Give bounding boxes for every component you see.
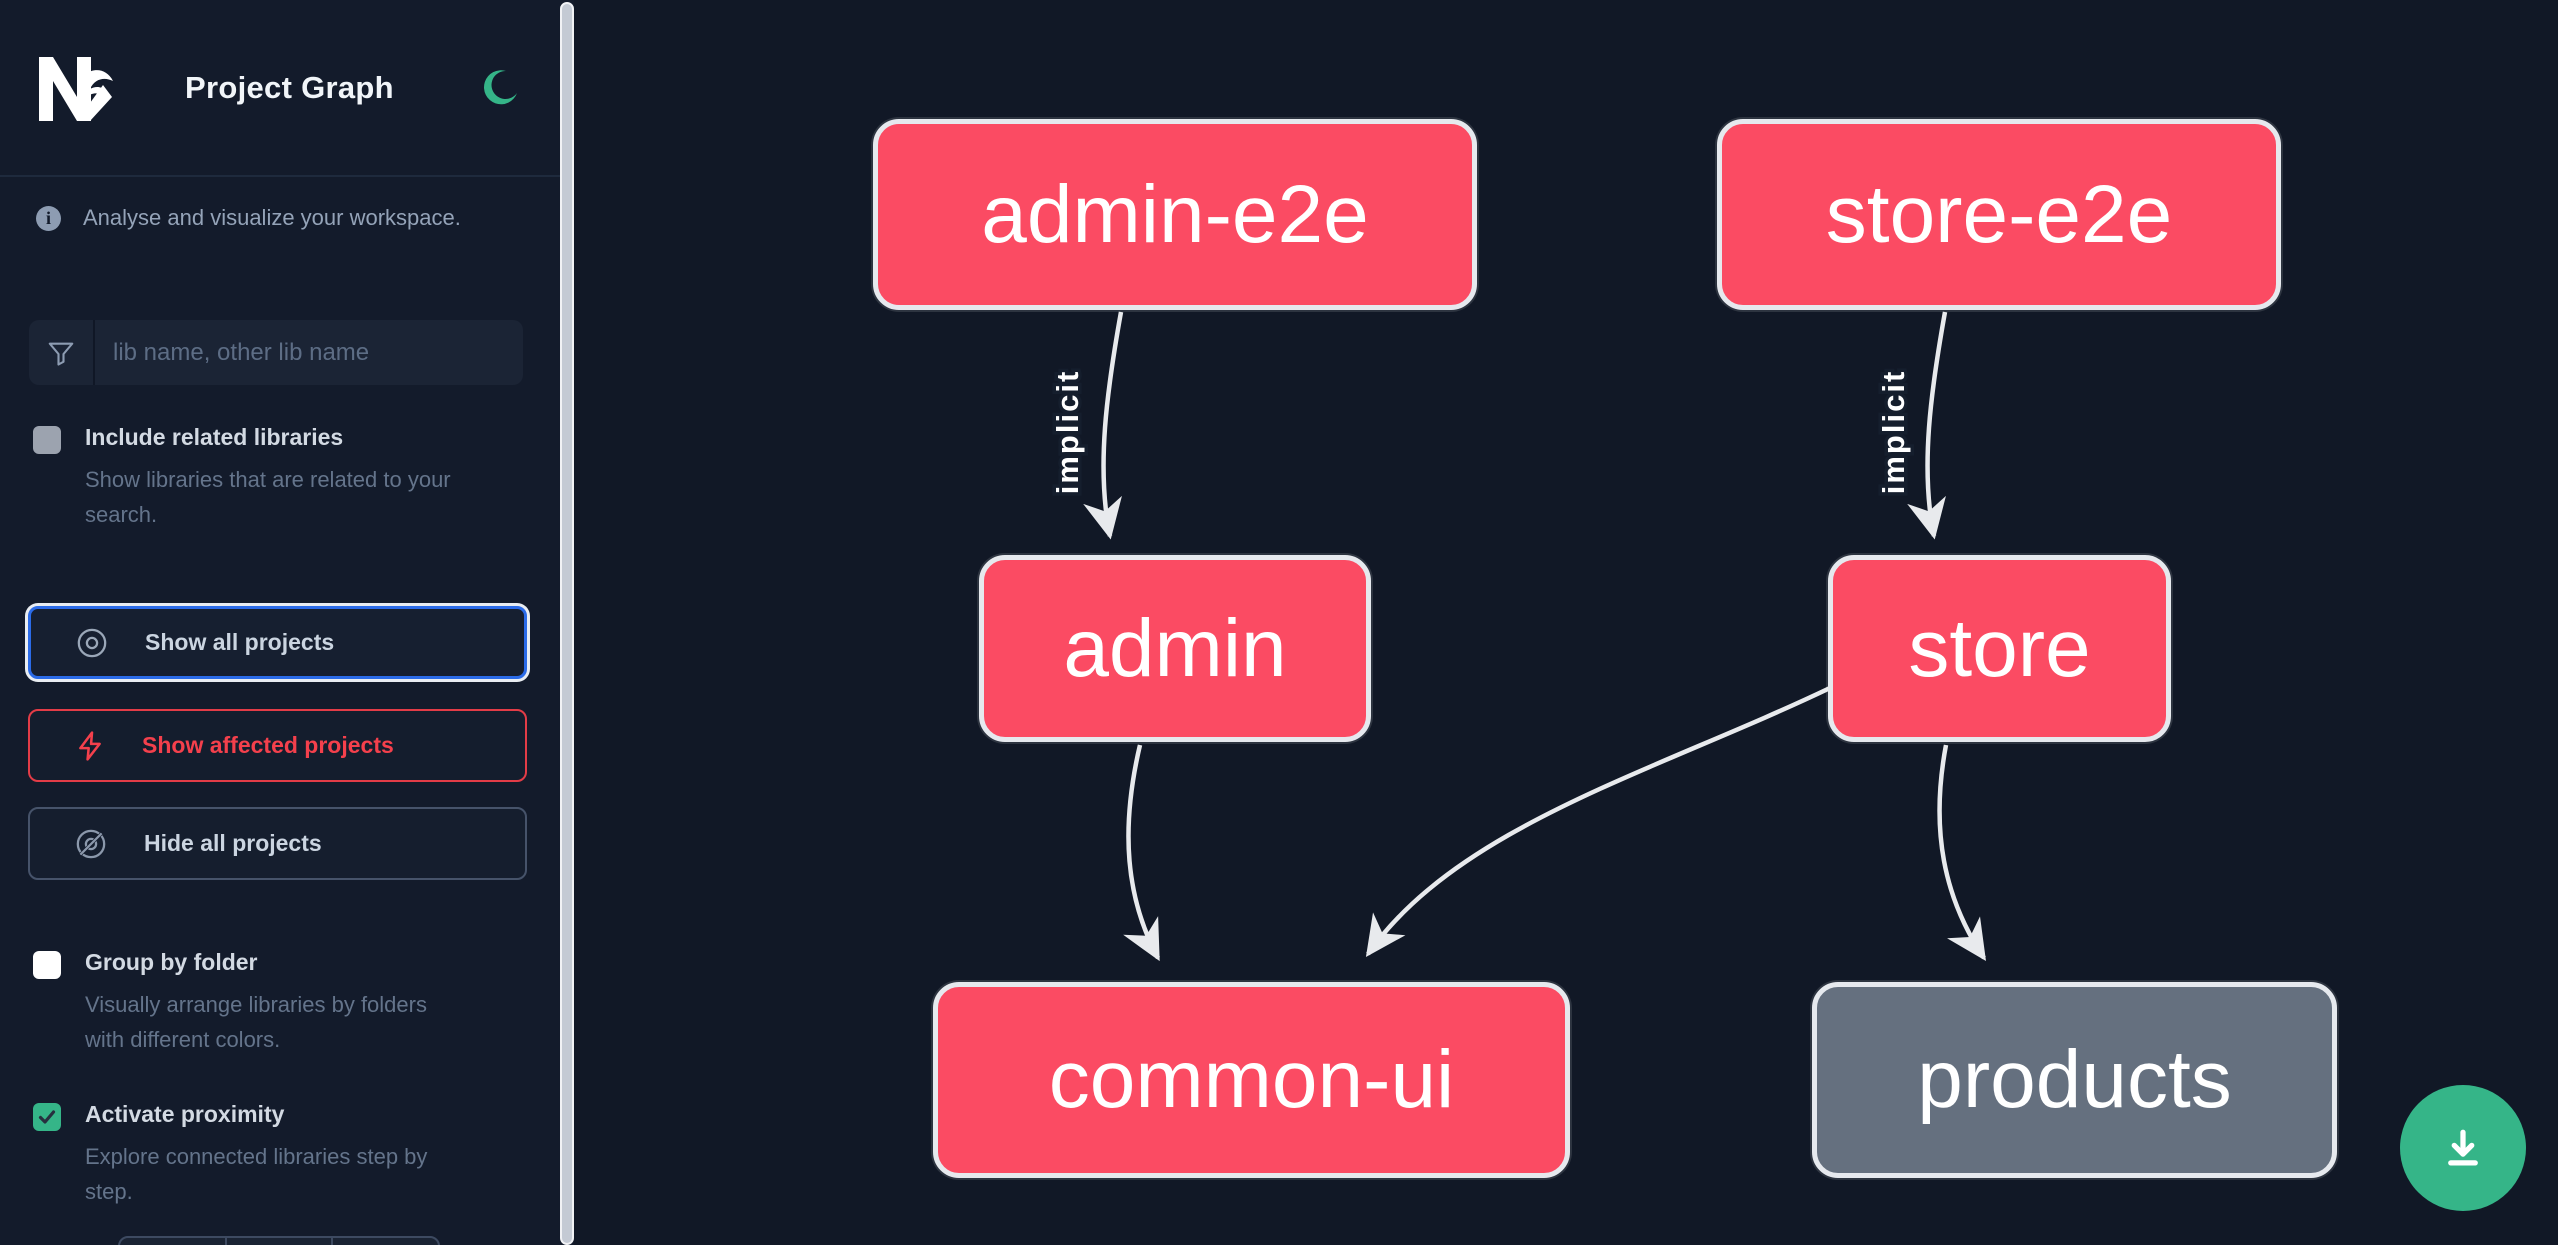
show-affected-projects-button[interactable]: Show affected projects [28,709,527,782]
filter-icon [29,320,95,385]
download-image-button[interactable] [2400,1085,2526,1211]
show-affected-projects-label: Show affected projects [142,732,394,758]
hide-all-projects-button[interactable]: Hide all projects [28,807,527,880]
proximity-decrement-button[interactable] [120,1238,225,1245]
node-common-ui-label: common-ui [1048,1034,1455,1125]
edge-store-common-ui [1365,685,1831,957]
show-all-projects-label: Show all projects [145,629,335,655]
node-store[interactable]: store [1828,555,2171,742]
group-by-folder-checkbox[interactable] [33,951,61,979]
search-input[interactable] [95,320,523,385]
include-related-description: Show libraries that are related to your … [85,466,451,528]
page-title: Project Graph [185,69,394,105]
activate-proximity-checkbox[interactable] [33,1103,61,1131]
option-include-related: Include related libraries Show libraries… [33,424,457,533]
edge-admin-e2e-admin [1083,311,1124,540]
option-activate-proximity: Activate proximity Explore connected lib… [33,1101,457,1210]
sidebar-header: Project Graph [0,0,560,177]
eye-icon [77,628,107,657]
edge-store-products [1937,744,1986,961]
node-store-label: store [1908,602,2091,694]
moon-icon [484,69,517,104]
activate-proximity-description: Explore connected libraries step by step… [85,1143,428,1205]
graph-canvas[interactable]: implicit implicit admin-e2e store-e2e ad… [574,0,2558,1245]
node-admin[interactable]: admin [979,555,1371,742]
include-related-label: Include related libraries [85,424,344,450]
group-by-folder-description: Visually arrange libraries by folders wi… [85,991,427,1053]
info-icon: i [36,205,61,231]
graph-edges: implicit implicit [1047,311,1986,962]
option-group-by-folder: Group by folder Visually arrange librari… [33,949,457,1058]
node-products-label: products [1917,1034,2232,1125]
activate-proximity-label: Activate proximity [85,1101,285,1127]
node-products[interactable]: products [1812,982,2337,1178]
checkmark-icon [38,1110,56,1124]
theme-toggle-button[interactable] [480,68,520,108]
nx-logo-icon [39,56,113,121]
node-admin-label: admin [1063,602,1287,694]
edge-label-implicit-2: implicit [1876,370,1911,495]
sidebar-scrollbar-thumb[interactable] [560,2,574,1245]
bolt-icon [79,730,101,761]
proximity-increment-button[interactable] [331,1238,438,1245]
include-related-checkbox[interactable] [33,426,61,454]
download-icon [2448,1129,2478,1166]
edge-admin-common-ui [1123,744,1160,962]
node-store-e2e-label: store-e2e [1825,168,2173,260]
proximity-stepper [118,1236,440,1245]
tagline-text: Analyse and visualize your workspace. [83,205,461,230]
search-box [29,320,523,385]
tagline-row: i Analyse and visualize your workspace. [0,177,560,231]
node-common-ui[interactable]: common-ui [933,982,1570,1178]
edge-label-implicit-1: implicit [1050,370,1085,495]
node-admin-e2e[interactable]: admin-e2e [873,119,1477,310]
eye-slash-icon [76,829,106,858]
show-all-projects-button[interactable]: Show all projects [28,606,527,679]
sidebar: Project Graph i Analyse and visualize yo… [0,0,560,1245]
proximity-value [224,1238,332,1245]
hide-all-projects-label: Hide all projects [144,830,322,856]
sidebar-scrollbar [560,0,574,1245]
node-admin-e2e-label: admin-e2e [981,168,1369,260]
group-by-folder-label: Group by folder [85,949,258,975]
node-store-e2e[interactable]: store-e2e [1717,119,2281,310]
edge-store-e2e-store [1907,311,1948,540]
